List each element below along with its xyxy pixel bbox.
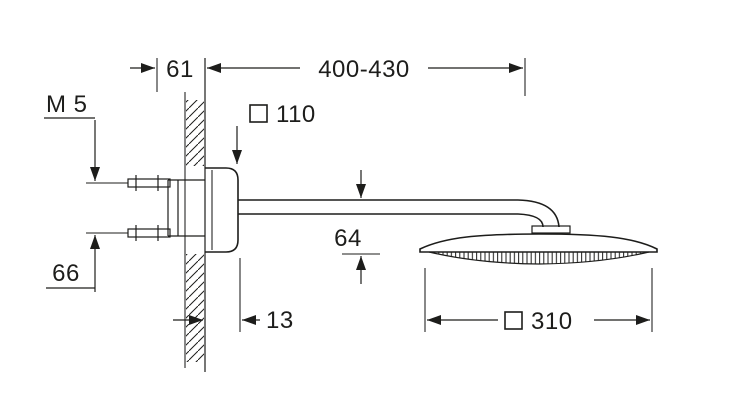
top-screw-icon bbox=[127, 178, 171, 188]
dim-label-310: 310 bbox=[531, 308, 573, 335]
shower-head bbox=[419, 233, 658, 265]
dimension-arm-offset: 61 bbox=[130, 56, 194, 92]
dimension-head-width: 310 bbox=[424, 268, 653, 335]
elbow-outer-curve bbox=[517, 199, 560, 228]
shower-arm bbox=[238, 199, 571, 234]
dim-label-m5: M 5 bbox=[46, 91, 88, 118]
square-dimension-icon bbox=[249, 104, 268, 123]
dimension-head-drop: 64 bbox=[334, 170, 380, 284]
dim-label-66: 66 bbox=[52, 260, 80, 287]
escutcheon-plate bbox=[205, 167, 239, 253]
wall-hatching-upper bbox=[186, 100, 204, 166]
head-body-outline bbox=[419, 233, 658, 253]
spray-face-edge bbox=[428, 251, 650, 265]
escutcheon-outline bbox=[205, 167, 239, 253]
wall-hatching-lower bbox=[186, 254, 204, 362]
dimension-screw-thread: M 5 bbox=[44, 91, 100, 181]
mounting-screws bbox=[127, 175, 205, 241]
dimension-screw-spacing: 66 bbox=[46, 182, 128, 292]
dim-label-64: 64 bbox=[334, 225, 362, 252]
mounting-bracket bbox=[167, 179, 205, 237]
dim-label-110: 110 bbox=[276, 101, 316, 128]
wall-section bbox=[184, 58, 206, 372]
dim-label-13: 13 bbox=[266, 307, 294, 334]
dim-label-61: 61 bbox=[166, 56, 194, 83]
square-dimension-icon bbox=[504, 311, 523, 330]
bottom-screw-icon bbox=[127, 228, 171, 238]
dimension-escutcheon-size: 110 bbox=[232, 101, 316, 164]
dim-label-400-430: 400-430 bbox=[318, 56, 410, 83]
elbow-inner-curve bbox=[517, 213, 544, 228]
head-connector-block bbox=[531, 225, 571, 234]
dimension-arm-projection: 400-430 bbox=[207, 56, 526, 96]
dimension-plate-depth: 13 bbox=[173, 258, 294, 334]
